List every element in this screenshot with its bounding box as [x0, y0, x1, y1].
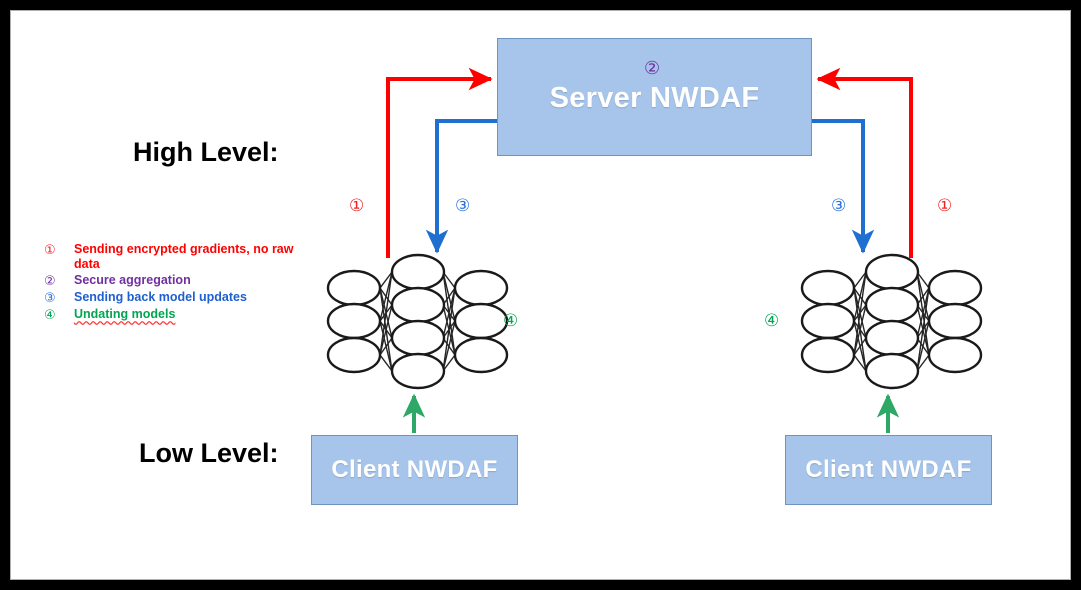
neural-network-left	[326, 253, 509, 390]
legend-label-3: Sending back model updates	[74, 289, 247, 304]
client-nwdaf-box-left[interactable]: Client NWDAF	[311, 435, 518, 505]
legend-label-4: Undating models	[74, 307, 176, 322]
client-nwdaf-label-right: Client NWDAF	[805, 456, 972, 483]
arrow-gradients-left	[386, 67, 493, 258]
step-marker-3-right: ③	[831, 196, 847, 216]
legend-marker-4-icon: ④	[44, 308, 56, 324]
legend-item-2: ② Secure aggregation	[44, 273, 312, 289]
step-marker-4-left: ④	[503, 311, 519, 331]
legend: ① Sending encrypted gradients, no raw da…	[44, 242, 312, 324]
server-nwdaf-label: Server NWDAF	[549, 82, 760, 114]
server-nwdaf-box[interactable]: Server NWDAF	[497, 38, 812, 156]
step-marker-4-right: ④	[764, 311, 780, 331]
arrow-gradients-right	[816, 67, 913, 258]
legend-marker-3-icon: ③	[44, 290, 56, 306]
step-marker-1-right: ①	[937, 196, 953, 216]
legend-marker-1-icon: ①	[44, 243, 56, 258]
legend-label-1: Sending encrypted gradients, no raw data	[74, 242, 294, 271]
legend-label-2: Secure aggregation	[74, 272, 191, 287]
client-nwdaf-box-right[interactable]: Client NWDAF	[785, 435, 992, 505]
legend-marker-2-icon: ②	[44, 273, 56, 289]
arrow-updates-right	[812, 119, 875, 254]
legend-item-3: ③ Sending back model updates	[44, 290, 312, 306]
step-marker-2-server: ②	[644, 58, 661, 79]
step-marker-3-left: ③	[455, 196, 471, 216]
legend-item-1: ① Sending encrypted gradients, no raw da…	[44, 242, 312, 272]
legend-item-4: ④ Undating models	[44, 307, 312, 323]
high-level-label: High Level:	[133, 137, 279, 167]
low-level-label: Low Level:	[139, 438, 279, 468]
client-nwdaf-label-left: Client NWDAF	[331, 456, 498, 483]
neural-network-right	[800, 253, 983, 390]
step-marker-1-left: ①	[349, 196, 365, 216]
arrow-updates-left	[425, 119, 497, 254]
